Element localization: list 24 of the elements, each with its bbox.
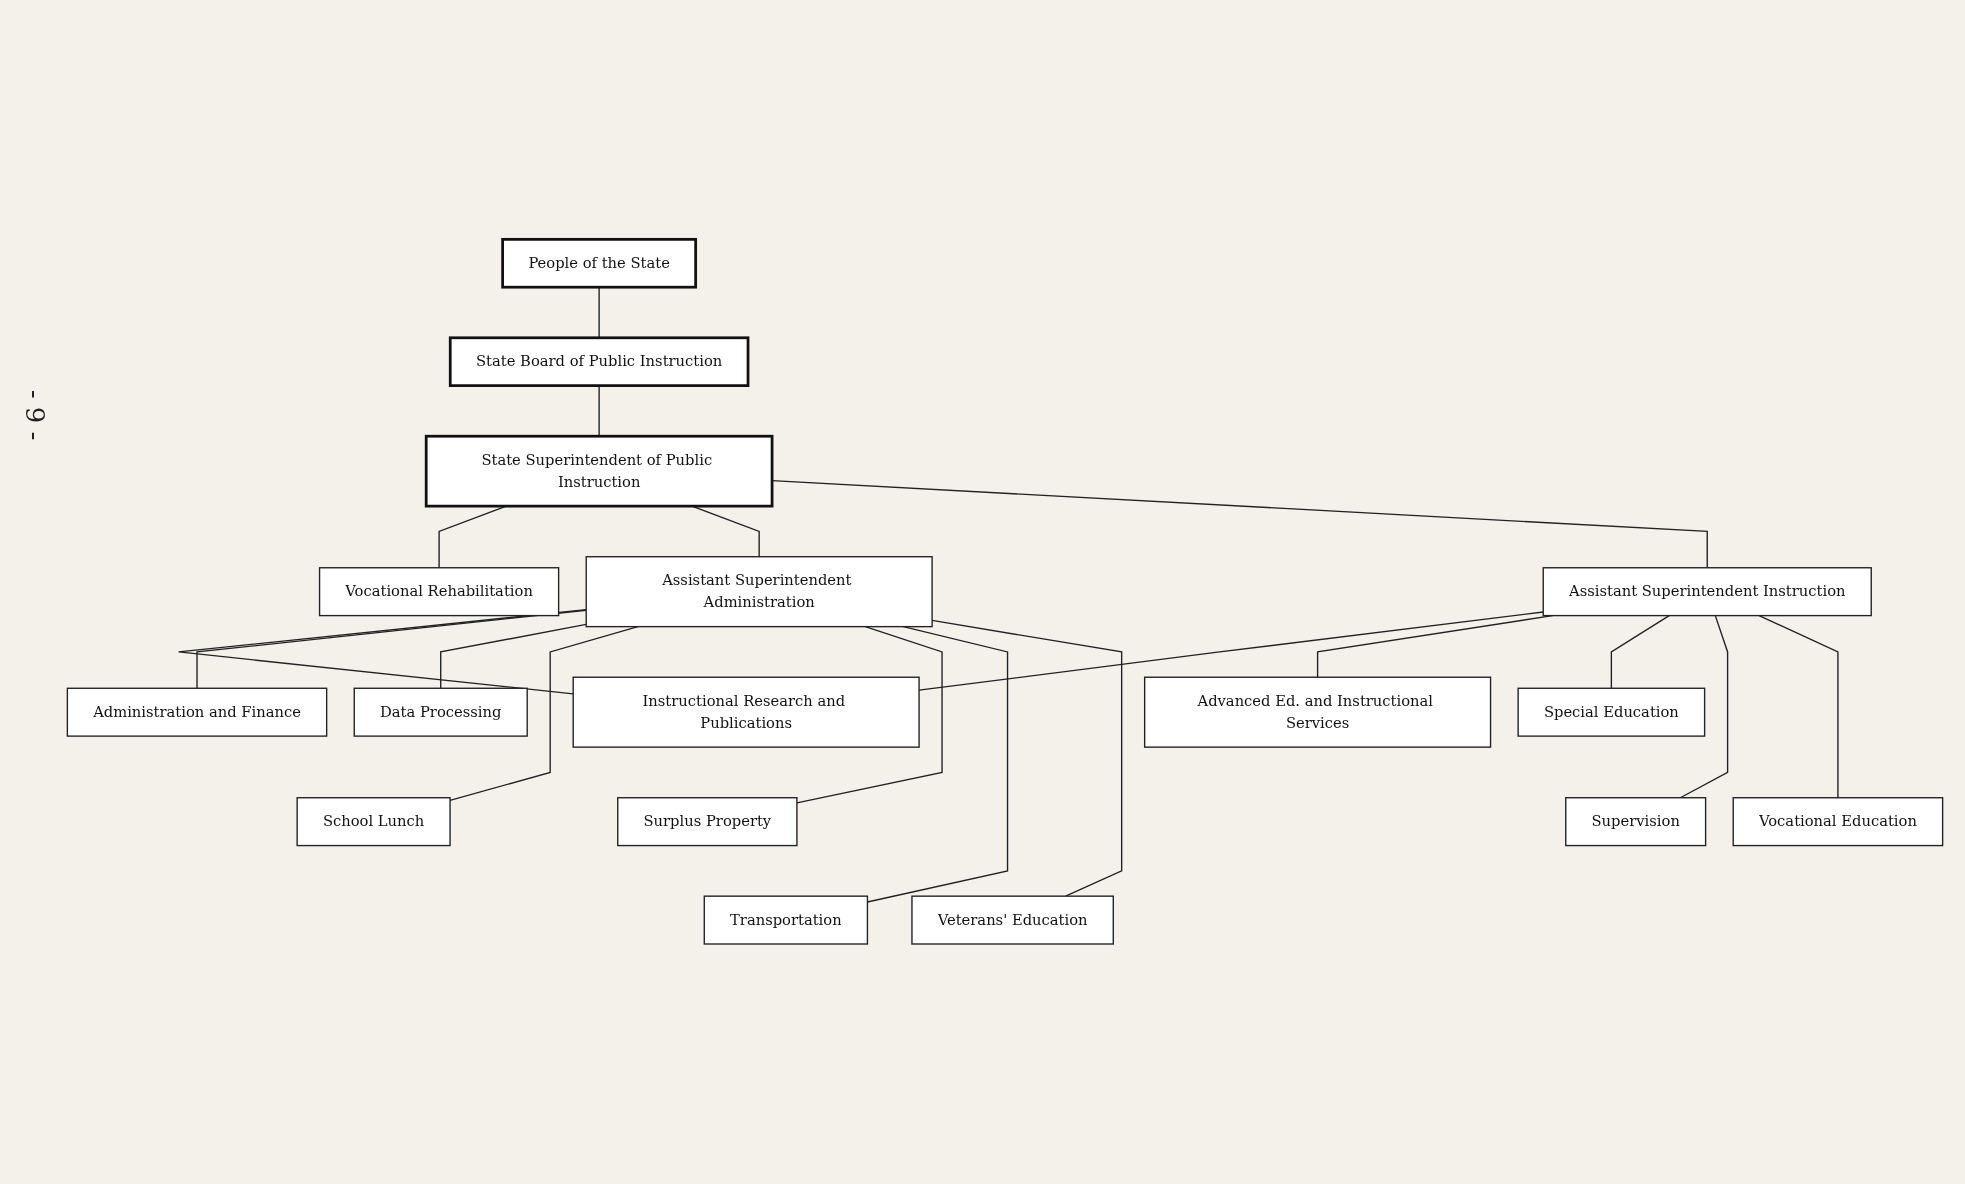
node-box: Assistant Superintendent Instruction — [1542, 567, 1872, 617]
node-box: People of the State — [501, 238, 697, 289]
node-box: State Board of Public Instruction — [448, 336, 750, 388]
connector — [449, 626, 639, 802]
node-box: Instructional Research and Publications — [572, 676, 920, 749]
page-number: - 9 - — [20, 389, 51, 441]
node-box: Vocational Education — [1732, 797, 1944, 847]
node-box: State Superintendent of Public Instruction — [424, 435, 774, 508]
node-box: Supervision — [1565, 797, 1707, 847]
node-box: Administration and Finance — [66, 687, 328, 738]
node-box: Assistant Superintendent Administration — [585, 556, 933, 628]
connector — [1758, 615, 1839, 799]
connector — [1679, 615, 1729, 799]
node-box: Data Processing — [353, 687, 528, 738]
connector — [796, 626, 943, 804]
node-box: Advanced Ed. and Instructional Services — [1143, 676, 1492, 749]
connector — [1610, 615, 1670, 690]
node-box: Vocational Rehabilitation — [318, 567, 560, 617]
node-box: School Lunch — [296, 797, 451, 847]
node-box: Special Education — [1517, 687, 1706, 738]
node-box: Veterans' Education — [911, 895, 1114, 945]
connector — [440, 624, 587, 690]
node-box: Transportation — [703, 895, 869, 945]
node-box: Surplus Property — [617, 797, 798, 847]
